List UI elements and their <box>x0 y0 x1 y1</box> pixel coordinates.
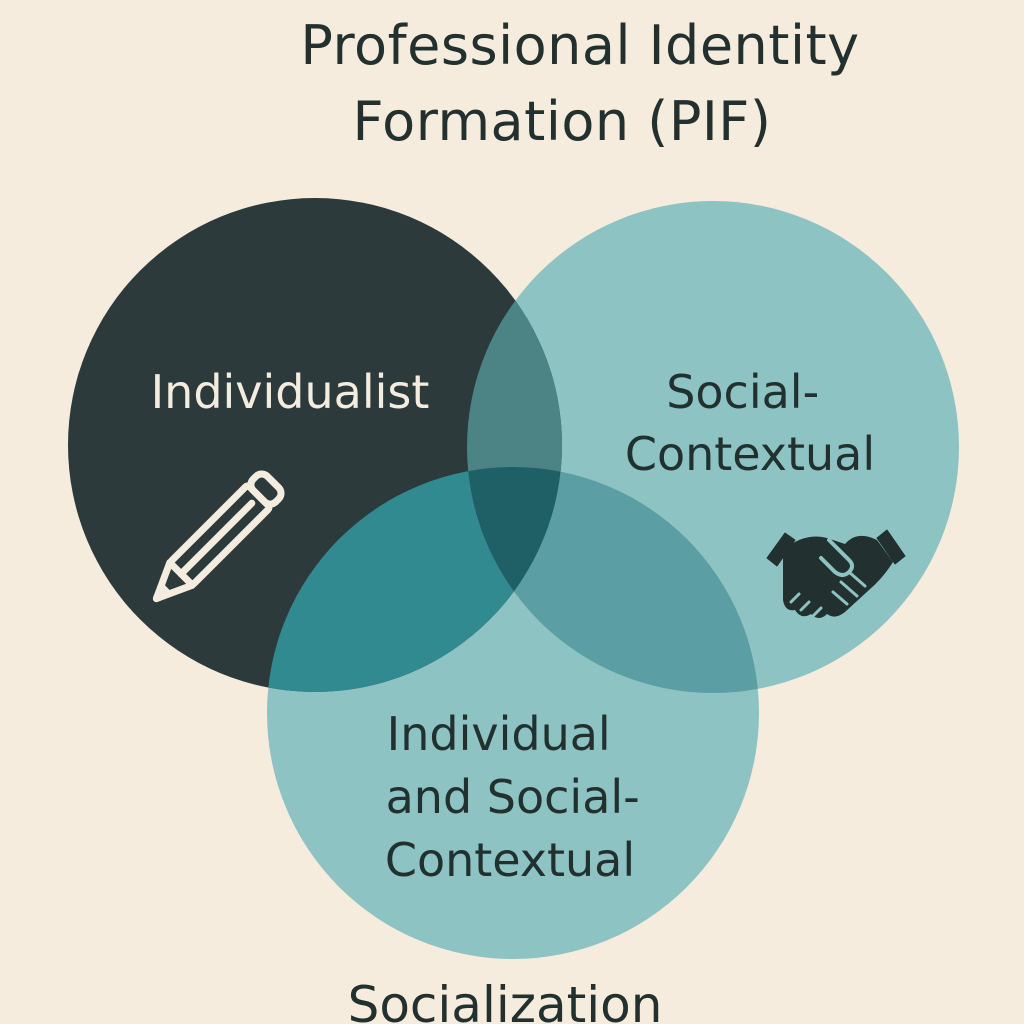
diagram-title-line-1: Professional Identity <box>300 14 860 77</box>
individualist-label: Individualist <box>151 365 430 419</box>
diagram-title-line-2: Formation (PIF) <box>352 90 772 153</box>
individual-social-label: Individual and Social- Contextual <box>385 707 655 887</box>
socialization-label: Socialization <box>347 976 663 1024</box>
overlap-social-individual-social <box>467 467 759 693</box>
social-contextual-label: Social- Contextual <box>625 365 875 481</box>
social-contextual-label-line-2: Contextual <box>625 427 875 481</box>
pencil-icon <box>152 470 285 603</box>
handshake-icon <box>766 529 906 618</box>
overlap-individualist-individual-social <box>267 467 562 692</box>
individual-social-label-line-3: Contextual <box>385 833 635 887</box>
individual-social-label-line-2: and Social- <box>386 770 640 824</box>
individual-social-label-line-1: Individual <box>387 707 611 761</box>
social-contextual-label-line-1: Social- <box>666 365 819 419</box>
individualist-label-line-1: Individualist <box>151 365 430 419</box>
